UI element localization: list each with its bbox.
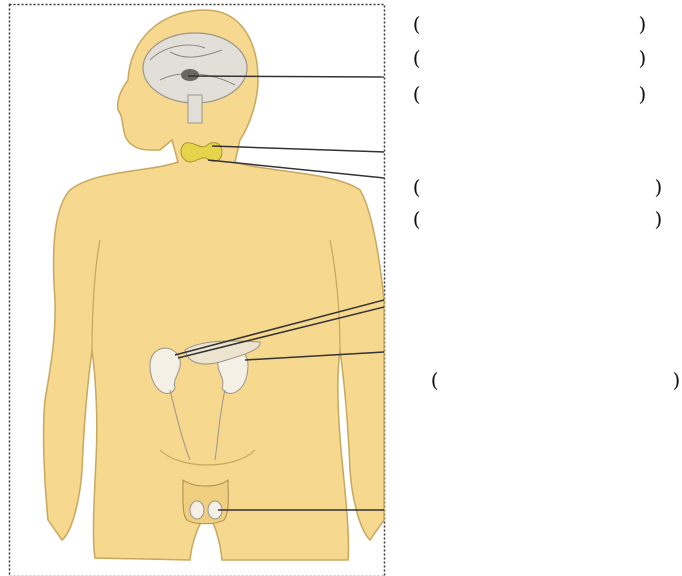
close-paren: ) xyxy=(673,370,681,390)
open-paren: ( xyxy=(413,84,421,104)
testis-left xyxy=(190,501,204,519)
blank-label-2: () xyxy=(400,28,646,68)
genital-outline xyxy=(183,480,228,524)
close-paren: ) xyxy=(639,84,647,104)
brain xyxy=(143,33,247,103)
close-paren: ) xyxy=(655,209,663,229)
leader-line-pituitary xyxy=(188,76,384,77)
spinal-cord xyxy=(188,95,202,123)
blank-label-6: () xyxy=(418,350,680,390)
blank-label-3: () xyxy=(400,64,646,104)
blank-label-5: () xyxy=(400,189,662,229)
open-paren: ( xyxy=(413,209,421,229)
open-paren: ( xyxy=(431,370,439,390)
pituitary xyxy=(181,69,199,81)
